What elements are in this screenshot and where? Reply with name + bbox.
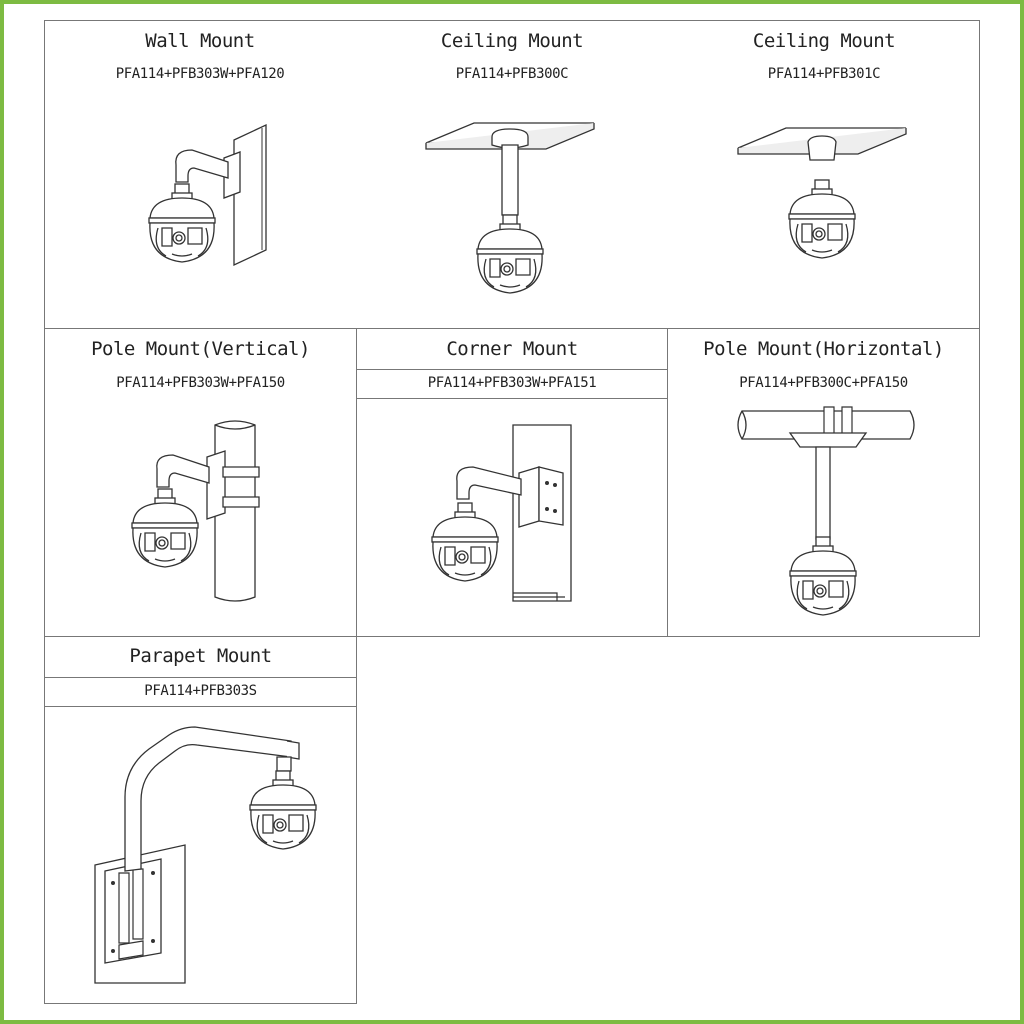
mount-code: PFA114+PFB303W+PFA150	[116, 375, 285, 391]
mount-title: Ceiling Mount	[440, 30, 584, 52]
mount-code: PFA114+PFB303W+PFA151	[427, 375, 597, 391]
mount-title: Corner Mount	[446, 338, 578, 360]
code-band	[45, 677, 356, 707]
mount-title: Wall Mount	[145, 30, 255, 52]
mount-title: Ceiling Mount	[752, 30, 896, 52]
parapet-mount-camera-icon	[85, 723, 317, 993]
mount-cell-wall: Wall Mount PFA114+PFB303W+PFA120	[44, 20, 356, 329]
mount-code: PFA114+PFB303W+PFA120	[115, 66, 285, 82]
vertical-pole-mount-camera-icon	[131, 417, 305, 617]
mount-code: PFA114+PFB300C+PFA150	[739, 375, 908, 391]
ceiling-mount-camera-icon	[426, 115, 606, 294]
mount-cell-parapet: Parapet Mount PFA114+PFB303S	[44, 636, 357, 1004]
horizontal-pole-mount-camera-icon	[734, 405, 924, 616]
corner-mount-camera-icon	[431, 421, 617, 621]
mount-title: Pole Mount(Horizontal)	[703, 338, 944, 360]
mount-code: PFA114+PFB300C	[455, 66, 569, 82]
mount-cell-ceiling: Ceiling Mount PFA114+PFB300C	[356, 20, 668, 329]
ceiling-mount-short-camera-icon	[738, 120, 918, 259]
wall-mount-camera-icon	[148, 120, 304, 300]
mount-cell-corner: Corner Mount PFA114+PFB303W+PFA151	[356, 328, 668, 637]
mount-code: PFA114+PFB301C	[767, 66, 881, 82]
code-band	[357, 369, 667, 399]
mount-title: Parapet Mount	[129, 645, 272, 667]
mount-cell-ceiling-short: Ceiling Mount PFA114+PFB301C	[668, 20, 980, 329]
mount-title: Pole Mount(Vertical)	[91, 338, 310, 360]
mount-cell-pole-vertical: Pole Mount(Vertical) PFA114+PFB303W+PFA1…	[44, 328, 357, 637]
mount-cell-pole-horizontal: Pole Mount(Horizontal) PFA114+PFB300C+PF…	[667, 328, 980, 637]
mount-code: PFA114+PFB303S	[144, 683, 257, 699]
